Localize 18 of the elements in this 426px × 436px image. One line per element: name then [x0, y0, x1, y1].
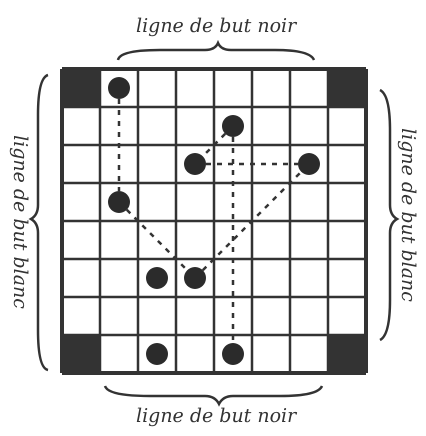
game-piece: [298, 153, 320, 175]
dashed-line: [232, 137, 234, 343]
dashed-line: [202, 170, 302, 272]
game-piece: [108, 191, 130, 213]
dashed-line: [206, 162, 298, 166]
game-piece: [184, 267, 206, 289]
game-piece: [146, 343, 168, 365]
goal-line-label: ligne de but blanc: [8, 135, 31, 309]
goal-line-label: ligne de but noir: [136, 15, 296, 37]
dashed-line: [118, 99, 120, 191]
goal-line-label: ligne de but noir: [136, 405, 296, 427]
game-piece: [146, 267, 168, 289]
game-piece: [222, 343, 244, 365]
game-piece: [108, 77, 130, 99]
game-piece: [222, 115, 244, 137]
goal-line-label: ligne de but blanc: [396, 128, 419, 302]
game-piece: [184, 153, 206, 175]
dashed-line: [126, 208, 188, 272]
